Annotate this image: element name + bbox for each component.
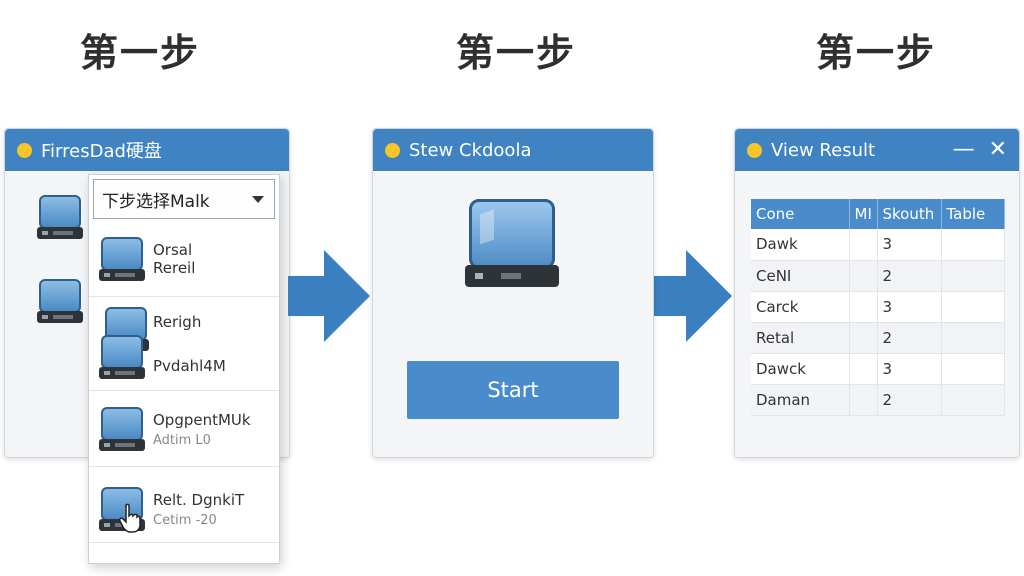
column-header[interactable]: MI (849, 199, 878, 229)
step-title-2: 第一步 (455, 31, 576, 75)
status-dot-icon (385, 142, 400, 158)
table-cell (849, 291, 878, 323)
dropdown-item-sublabel: Cetim -20 (153, 513, 217, 528)
table-cell (849, 353, 878, 385)
close-icon[interactable]: ✕ (988, 137, 1007, 162)
table-cell: 2 (877, 322, 942, 354)
table-cell (849, 322, 878, 354)
chevron-down-icon[interactable] (252, 196, 264, 203)
table-row[interactable]: Carck 3 (751, 291, 1005, 323)
hard-drive-icon (465, 199, 561, 289)
table-cell: CeNI (751, 260, 850, 292)
table-cell (849, 260, 878, 292)
arrow-right-icon (650, 250, 732, 342)
hard-drive-icon[interactable] (37, 279, 83, 325)
start-window: Stew Ckdoola Start (372, 128, 654, 458)
status-dot-icon (747, 142, 762, 158)
table-cell: 2 (877, 260, 942, 292)
table-row[interactable]: Retal 2 (751, 322, 1005, 354)
step-title-1: 第一步 (79, 31, 200, 75)
table-cell (849, 384, 878, 416)
minimize-icon[interactable]: — (952, 137, 975, 162)
hard-drive-icon (99, 237, 145, 283)
table-cell: Daman (751, 384, 850, 416)
hard-drive-icon (99, 407, 145, 453)
table-row[interactable]: Dawck 3 (751, 353, 1005, 385)
dropdown-item[interactable]: OpgpentMUk Adtim L0 (89, 391, 279, 467)
drive-select-value: 下步选择Malk (102, 191, 210, 212)
window-title: View Result (771, 139, 876, 161)
hard-drive-icon[interactable] (37, 195, 83, 241)
table-cell: 3 (877, 353, 942, 385)
table-row[interactable]: CeNI 2 (751, 260, 1005, 292)
table-cell: Dawck (751, 353, 850, 385)
dropdown-item-label: Relt. DgnkiT (153, 491, 245, 509)
table-row[interactable]: Daman 2 (751, 384, 1005, 416)
window-title: FirresDad硬盘 (41, 141, 162, 162)
table-cell (941, 353, 1005, 385)
table-cell: 2 (877, 384, 942, 416)
dropdown-item-sublabel: Rereil (153, 259, 196, 277)
window-header: Stew Ckdoola (373, 129, 653, 171)
dropdown-item[interactable]: Relt. DgnkiT Cetim -20 (89, 467, 279, 543)
window-title: Stew Ckdoola (409, 139, 532, 161)
table-cell (849, 229, 878, 261)
arrow-right-icon (288, 250, 370, 342)
dropdown-item-sublabel: Pvdahl4M (153, 357, 226, 375)
table-cell: Dawk (751, 229, 850, 261)
table-cell (941, 291, 1005, 323)
table-row[interactable]: Dawk 3 (751, 229, 1005, 261)
table-cell (941, 384, 1005, 416)
dropdown-item-label: Orsal (153, 241, 193, 259)
hand-cursor-icon (119, 503, 141, 533)
column-header[interactable]: Cone (751, 199, 850, 229)
table-header-row: Cone MI Skouth Table (751, 199, 1005, 229)
dropdown-item[interactable]: Orsal Rereil (89, 221, 279, 297)
status-dot-icon (17, 142, 32, 158)
dropdown-item-label: Rerigh (153, 313, 202, 331)
table-cell (941, 322, 1005, 354)
window-header: FirresDad硬盘 (5, 129, 289, 171)
table-cell: Carck (751, 291, 850, 323)
column-header[interactable]: Skouth (877, 199, 942, 229)
step-title-3: 第一步 (815, 31, 936, 75)
column-header[interactable]: Table (941, 199, 1005, 229)
window-header: View Result — ✕ (735, 129, 1019, 171)
dropdown-item-sublabel: Adtim L0 (153, 433, 211, 448)
table-cell: Retal (751, 322, 850, 354)
hard-drive-icon (99, 335, 145, 381)
drive-select[interactable]: 下步选择Malk (93, 179, 275, 219)
result-window: View Result — ✕ Cone MI Skouth Table Daw… (734, 128, 1020, 458)
table-cell (941, 229, 1005, 261)
start-button[interactable]: Start (407, 361, 619, 419)
dropdown-item-label: OpgpentMUk (153, 411, 251, 429)
drive-dropdown-menu: 下步选择Malk Orsal Rereil Rerigh Pvdahl4M Op… (88, 174, 280, 564)
table-cell: 3 (877, 229, 942, 261)
table-cell: 3 (877, 291, 942, 323)
table-cell (941, 260, 1005, 292)
dropdown-item[interactable]: Rerigh Pvdahl4M (89, 297, 279, 391)
